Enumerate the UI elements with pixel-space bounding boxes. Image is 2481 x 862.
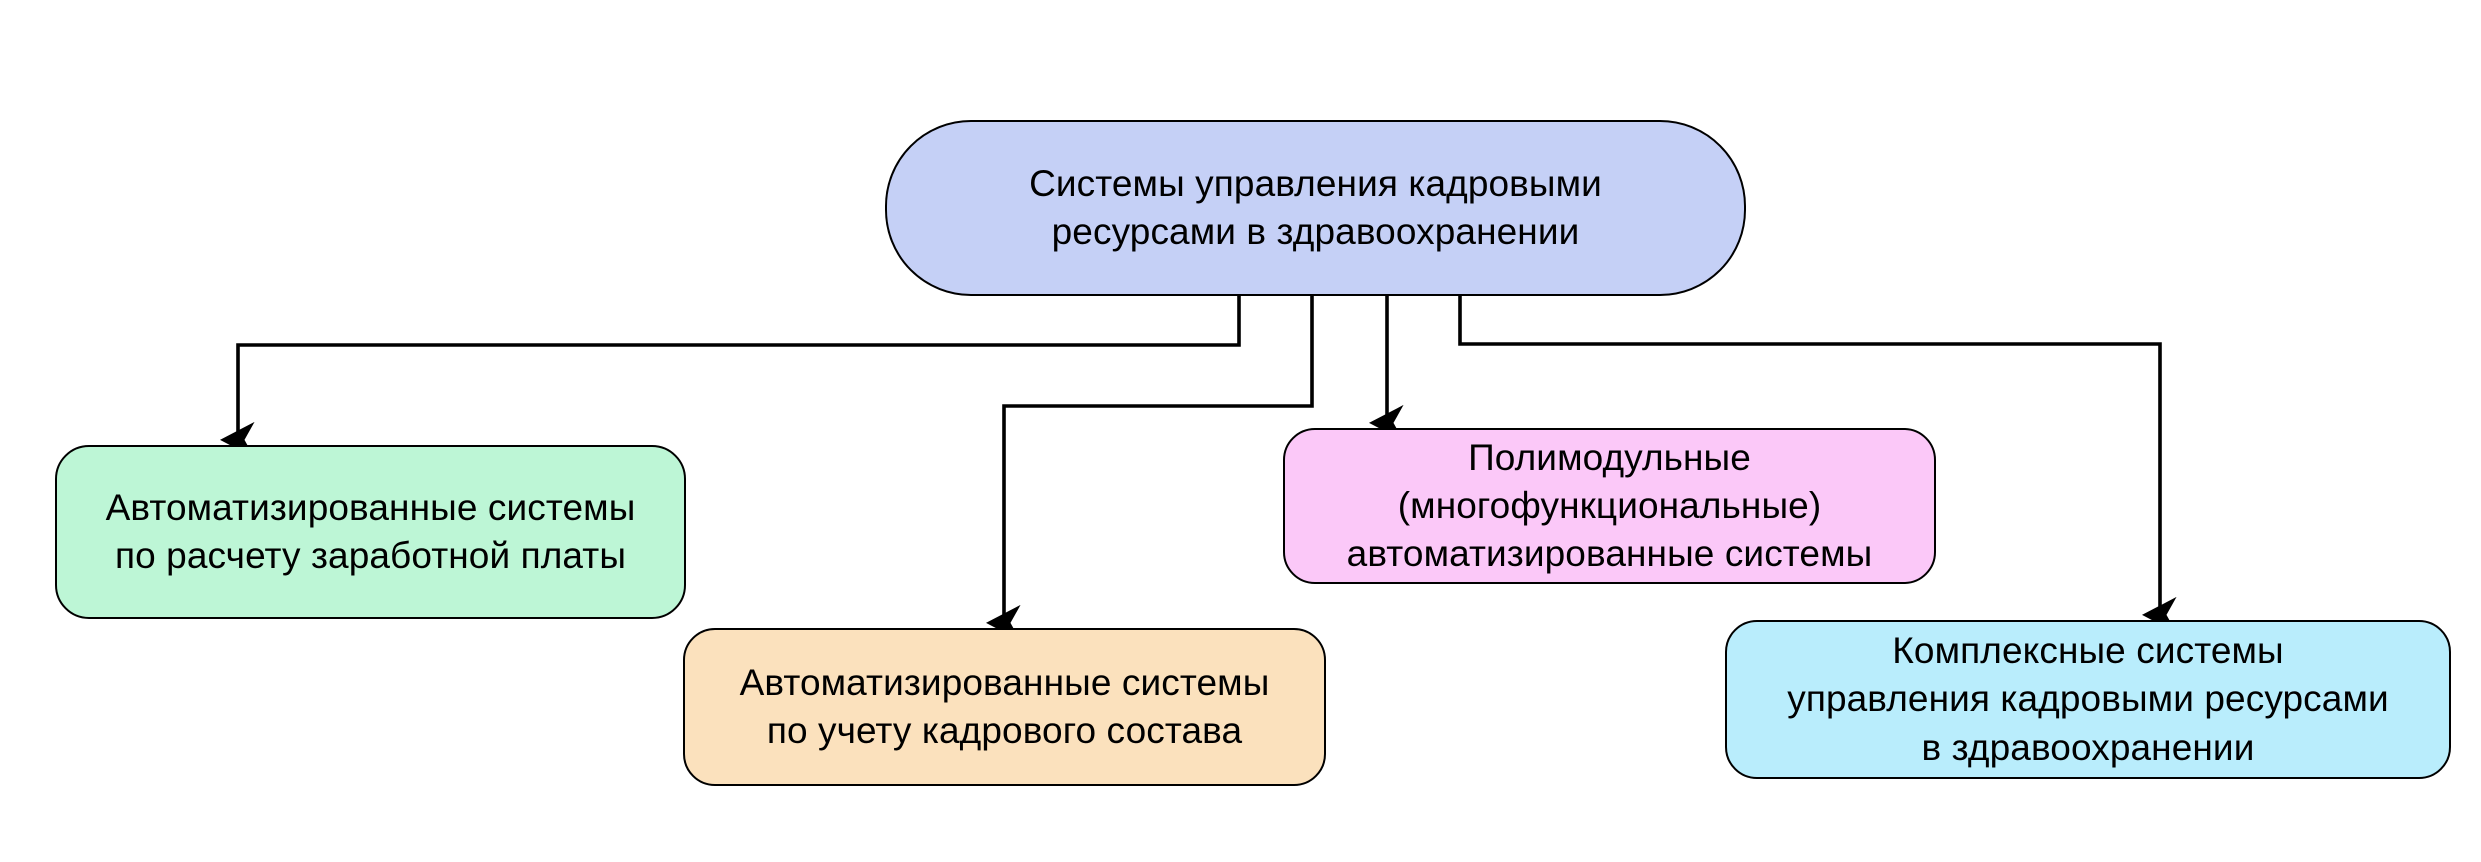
node-polymodular-line-2: (многофункциональные) [1397, 484, 1822, 526]
node-root-line-2: ресурсами в здравоохранении [1051, 211, 1580, 252]
node-polymodular-label: Полимодульные (многофункциональные) авто… [1299, 434, 1920, 578]
node-payroll-label: Автоматизированные системы по расчету за… [71, 484, 670, 580]
node-root[interactable]: Системы управления кадровыми ресурсами в… [885, 120, 1746, 296]
node-polymodular-line-3: автоматизированные системы [1346, 533, 1873, 575]
node-payroll[interactable]: Автоматизированные системы по расчету за… [55, 445, 686, 619]
node-payroll-line-2: по расчету заработной платы [114, 535, 627, 576]
node-polymodular[interactable]: Полимодульные (многофункциональные) авто… [1283, 428, 1936, 584]
node-payroll-line-1: Автоматизированные системы [105, 486, 636, 528]
node-polymodular-line-1: Полимодульные [1468, 436, 1751, 478]
node-staffing-line-1: Автоматизированные системы [739, 661, 1270, 703]
node-complex-line-2: управления кадровыми ресурсами [1787, 678, 2389, 720]
node-complex-line-1: Комплексные системы [1892, 630, 2284, 672]
node-root-line-1: Системы управления кадровыми [1029, 162, 1602, 204]
edge-root-staffing [985, 296, 1314, 641]
node-complex[interactable]: Комплексные системы управления кадровыми… [1725, 620, 2451, 779]
node-complex-line-3: в здравоохранении [1921, 726, 2255, 768]
node-root-label: Системы управления кадровыми ресурсами в… [901, 160, 1730, 256]
node-staffing-line-2: по учету кадрового состава [766, 710, 1243, 751]
node-staffing[interactable]: Автоматизированные системы по учету кадр… [683, 628, 1326, 786]
edge-root-payroll [219, 296, 1241, 458]
node-complex-label: Комплексные системы управления кадровыми… [1741, 627, 2435, 771]
node-staffing-label: Автоматизированные системы по учету кадр… [699, 659, 1310, 755]
